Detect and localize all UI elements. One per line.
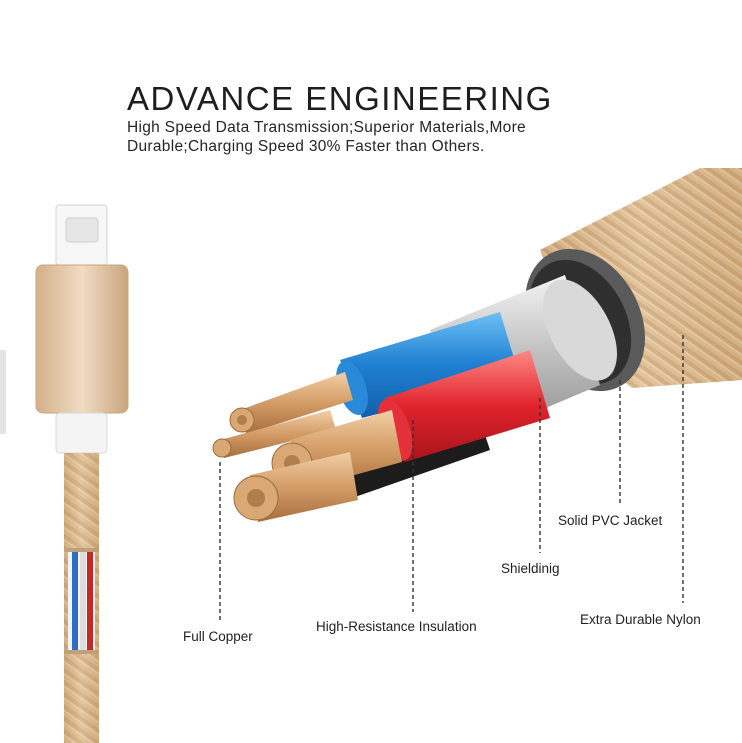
left-edge-shade xyxy=(0,350,6,434)
label-insulation: High-Resistance Insulation xyxy=(316,619,477,634)
label-nylon: Extra Durable Nylon xyxy=(580,612,701,627)
cable-cross-section xyxy=(212,168,742,522)
label-full-copper: Full Copper xyxy=(183,629,253,644)
usb-connector xyxy=(35,204,129,743)
subheadline-line-1: High Speed Data Transmission;Superior Ma… xyxy=(127,119,526,136)
subheadline-line-2: Durable;Charging Speed 30% Faster than O… xyxy=(127,138,485,155)
callout-lines xyxy=(219,335,684,622)
label-jacket: Solid PVC Jacket xyxy=(558,513,663,528)
label-shielding: Shieldinig xyxy=(501,561,560,576)
headline: ADVANCE ENGINEERING xyxy=(127,80,553,117)
